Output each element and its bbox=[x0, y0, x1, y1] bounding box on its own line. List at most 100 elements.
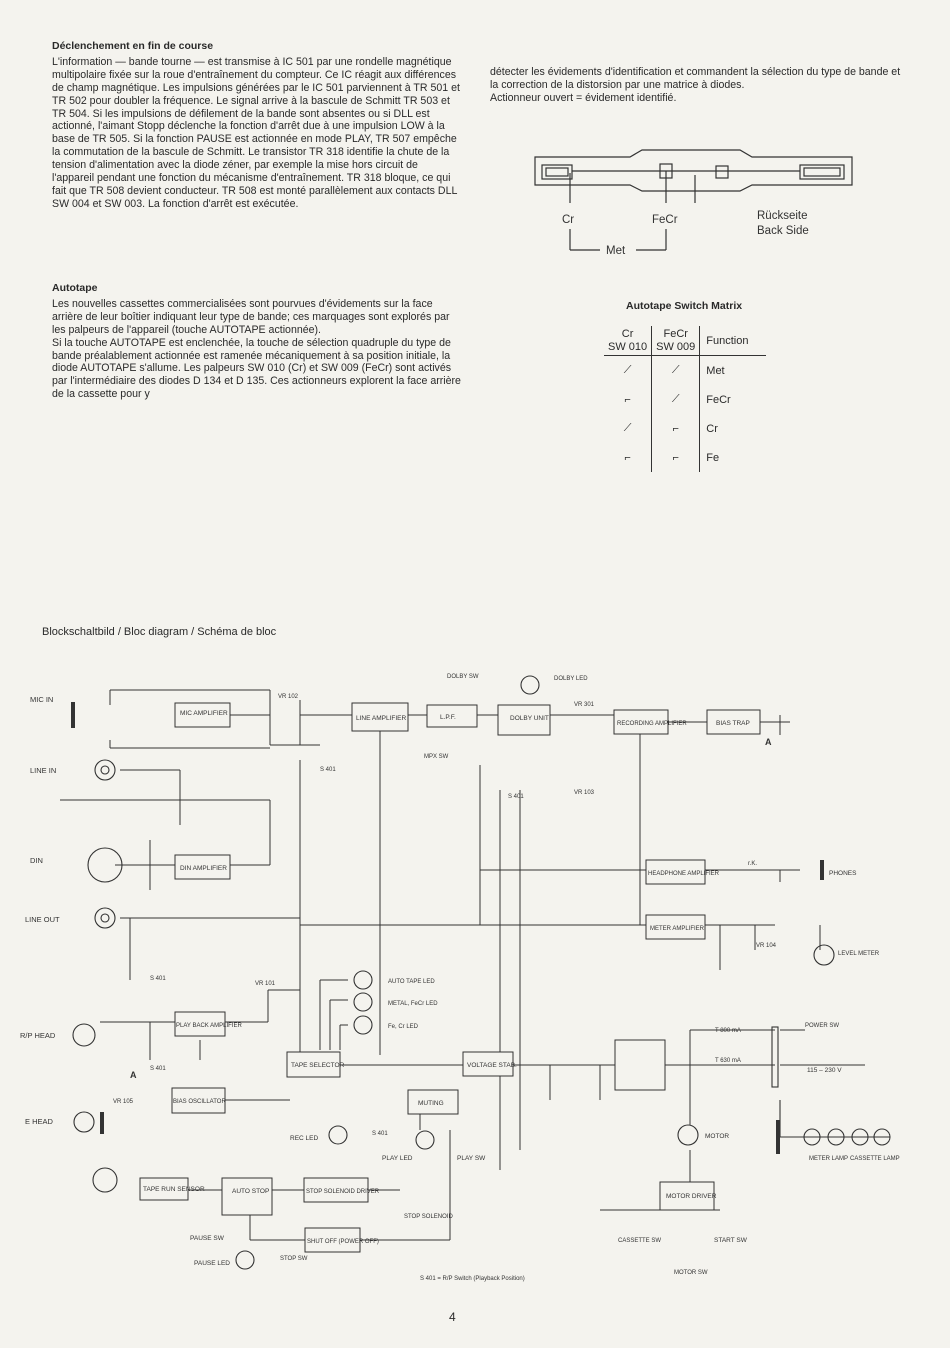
power-sw-label: POWER SW bbox=[805, 1023, 839, 1029]
s401-note: S 401 = R/P Switch (Playback Position) bbox=[420, 1276, 525, 1282]
section-body: Si la touche AUTOTAPE est enclenchée, la… bbox=[52, 336, 461, 401]
dolby-led-label: DOLBY LED bbox=[554, 676, 588, 682]
cassette-met-label: Met bbox=[606, 245, 626, 257]
line-out-label: LINE OUT bbox=[25, 915, 60, 924]
block-label: SHUT OFF (POWER OFF) bbox=[307, 1239, 379, 1245]
block-label: STOP SOLENOID bbox=[404, 1214, 453, 1220]
s401-label: S 401 bbox=[150, 1066, 166, 1072]
switch-open-icon: ⟋ bbox=[623, 422, 632, 434]
col-label: Cr bbox=[621, 327, 634, 340]
auto-tape-led-label: AUTO TAPE LED bbox=[388, 979, 435, 985]
playback-amplifier-block bbox=[174, 1011, 226, 1037]
shut-off-block bbox=[304, 1227, 361, 1253]
vr101-label: VR 101 bbox=[255, 981, 276, 987]
page-number: 4 bbox=[449, 1310, 456, 1324]
cassette-backside-en: Back Side bbox=[757, 225, 809, 237]
bias-trap-block bbox=[706, 709, 761, 735]
col-label: SW 009 bbox=[656, 340, 696, 353]
din-amplifier-block bbox=[174, 854, 231, 880]
col-label: SW 010 bbox=[608, 340, 648, 353]
level-meter-label: LEVEL METER bbox=[838, 951, 880, 957]
vr103-label: VR 103 bbox=[574, 790, 595, 796]
pause-led-label: PAUSE LED bbox=[194, 1260, 230, 1267]
start-sw-label: START SW bbox=[714, 1237, 748, 1244]
mpx-sw-label: MPX SW bbox=[424, 754, 449, 760]
matrix-row-label: Cr bbox=[699, 414, 767, 443]
lpf-block bbox=[426, 704, 478, 728]
switch-closed-icon: ⌐ bbox=[651, 414, 701, 443]
rk-label: r.K. bbox=[748, 861, 757, 867]
block-label: MOTOR DRIVER bbox=[666, 1193, 717, 1200]
erase-head-icon bbox=[73, 1111, 95, 1133]
transformer-icon bbox=[771, 1026, 779, 1088]
magnet-sensor-icon bbox=[92, 1167, 118, 1193]
matrix-row-label: Met bbox=[699, 355, 767, 385]
switch-open-icon: ⟋ bbox=[623, 364, 632, 376]
muting-block bbox=[407, 1089, 459, 1115]
cassette-fecr-label: FeCr bbox=[652, 214, 678, 226]
switch-closed-icon: ⌐ bbox=[624, 393, 631, 406]
play-sw-label: PLAY SW bbox=[457, 1155, 486, 1162]
node-a-label: A bbox=[130, 1070, 137, 1080]
metal-led-icon bbox=[353, 992, 373, 1012]
play-led-label: PLAY LED bbox=[382, 1155, 413, 1162]
pause-sw-label: PAUSE SW bbox=[190, 1235, 225, 1242]
level-meter-icon bbox=[813, 944, 835, 966]
switch-open-icon: ⟋ bbox=[651, 385, 701, 414]
dolby-led-icon bbox=[520, 675, 540, 695]
switch-open-icon: ⟋ bbox=[651, 355, 701, 385]
cassette-lamp-label: CASSETTE LAMP bbox=[850, 1156, 900, 1162]
block-label: MIC AMPLIFIER bbox=[180, 710, 228, 717]
switch-closed-icon: ⌐ bbox=[624, 451, 631, 464]
mic-amplifier-block bbox=[174, 702, 231, 728]
headphone-amplifier-block bbox=[645, 859, 706, 885]
phones-label: PHONES bbox=[829, 870, 857, 877]
col-label: FeCr bbox=[663, 327, 688, 340]
auto-tape-led-icon bbox=[353, 970, 373, 990]
motor-sw-label: MOTOR SW bbox=[674, 1270, 708, 1276]
block-label: MUTING bbox=[418, 1100, 444, 1107]
vr104-label: VR 104 bbox=[756, 943, 777, 949]
auto-stop-block bbox=[221, 1177, 273, 1216]
section-body: Les nouvelles cassettes commercialisées … bbox=[52, 297, 450, 336]
fuse-label: T 630 mA bbox=[715, 1058, 741, 1064]
line-in-jack-icon bbox=[94, 759, 116, 781]
cassette-cr-label: Cr bbox=[562, 214, 574, 226]
section-autotape: Autotape Les nouvelles cassettes commerc… bbox=[52, 282, 462, 401]
section-body: L'information — bande tourne — est trans… bbox=[52, 55, 460, 210]
block-diagram-title: Blockschaltbild / Bloc diagram / Schéma … bbox=[42, 626, 277, 638]
section-end-of-tape: Déclenchement en fin de course L'informa… bbox=[52, 40, 462, 211]
meter-amplifier-block bbox=[645, 914, 706, 940]
e-head-label: E HEAD bbox=[25, 1117, 54, 1126]
voltage-stab-block bbox=[462, 1051, 514, 1077]
rp-head-label: R/P HEAD bbox=[20, 1031, 56, 1040]
block-label: PLAY BACK AMPLIFIER bbox=[176, 1023, 242, 1029]
meter-lamp-label: METER LAMP bbox=[809, 1156, 848, 1162]
matrix-row-label: Fe bbox=[699, 443, 767, 472]
dolby-sw-label: DOLBY SW bbox=[447, 674, 479, 680]
block-label: METER AMPLIFIER bbox=[650, 926, 705, 932]
section-title: Déclenchement en fin de course bbox=[52, 40, 214, 52]
rec-led-icon bbox=[328, 1125, 348, 1145]
node-a-label: A bbox=[765, 737, 772, 747]
motor-icon bbox=[677, 1124, 699, 1146]
tape-selector-block bbox=[286, 1051, 341, 1078]
section-body: détecter les évidements d'identification… bbox=[490, 66, 901, 91]
block-diagram: MIC IN LINE IN DIN LINE OUT R/P HEAD E H… bbox=[20, 674, 900, 1282]
fuse-label: T 800 mA bbox=[715, 1028, 741, 1034]
block-label: DOLBY UNIT bbox=[510, 715, 549, 722]
section-autotape-cont: détecter les évidements d'identification… bbox=[490, 66, 902, 105]
stop-sw-label: STOP SW bbox=[280, 1256, 308, 1262]
cassette-backside-de: Rückseite bbox=[757, 210, 808, 222]
mains-voltage-label: 115 – 230 V bbox=[807, 1067, 842, 1074]
play-led-icon bbox=[415, 1130, 435, 1150]
din-label: DIN bbox=[30, 856, 43, 865]
cassette-back-figure: Cr FeCr Met Rückseite Back Side bbox=[534, 149, 853, 257]
line-in-label: LINE IN bbox=[30, 766, 56, 775]
vr105-label: VR 105 bbox=[113, 1099, 134, 1105]
rectifier-bridge bbox=[614, 1039, 666, 1091]
block-label: BIAS OSCILLATOR bbox=[173, 1099, 226, 1105]
